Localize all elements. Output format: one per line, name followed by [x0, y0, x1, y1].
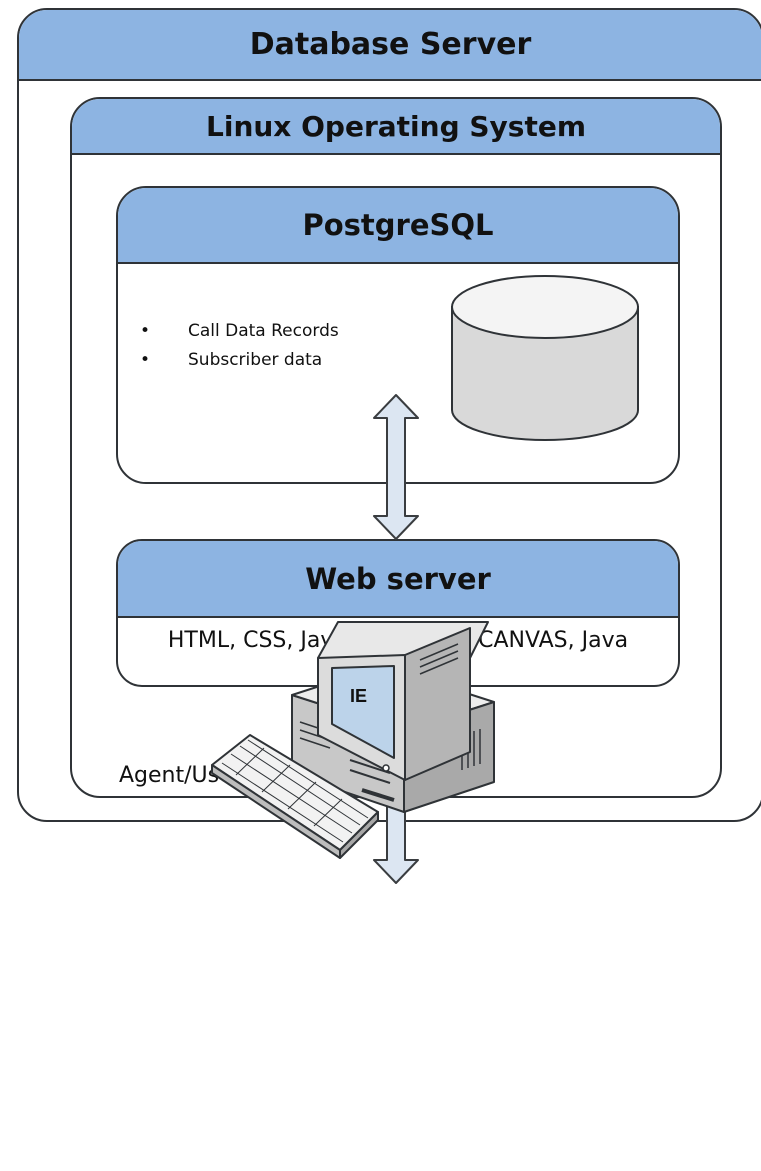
postgresql-data-list: Call Data Records Subscriber data: [140, 317, 339, 375]
web-server-title: Web server: [118, 541, 678, 618]
postgresql-title: PostgreSQL: [118, 188, 678, 264]
screen-text: IE: [350, 686, 367, 706]
database-cylinder-icon: [451, 275, 639, 441]
linux-os-title: Linux Operating System: [72, 99, 720, 155]
database-server-title: Database Server: [19, 10, 761, 81]
list-item-subscriber-data: Subscriber data: [140, 346, 339, 375]
keyboard-icon: [211, 734, 379, 859]
bidirectional-arrow-icon: [373, 394, 419, 540]
list-item-call-data-records: Call Data Records: [140, 317, 339, 346]
